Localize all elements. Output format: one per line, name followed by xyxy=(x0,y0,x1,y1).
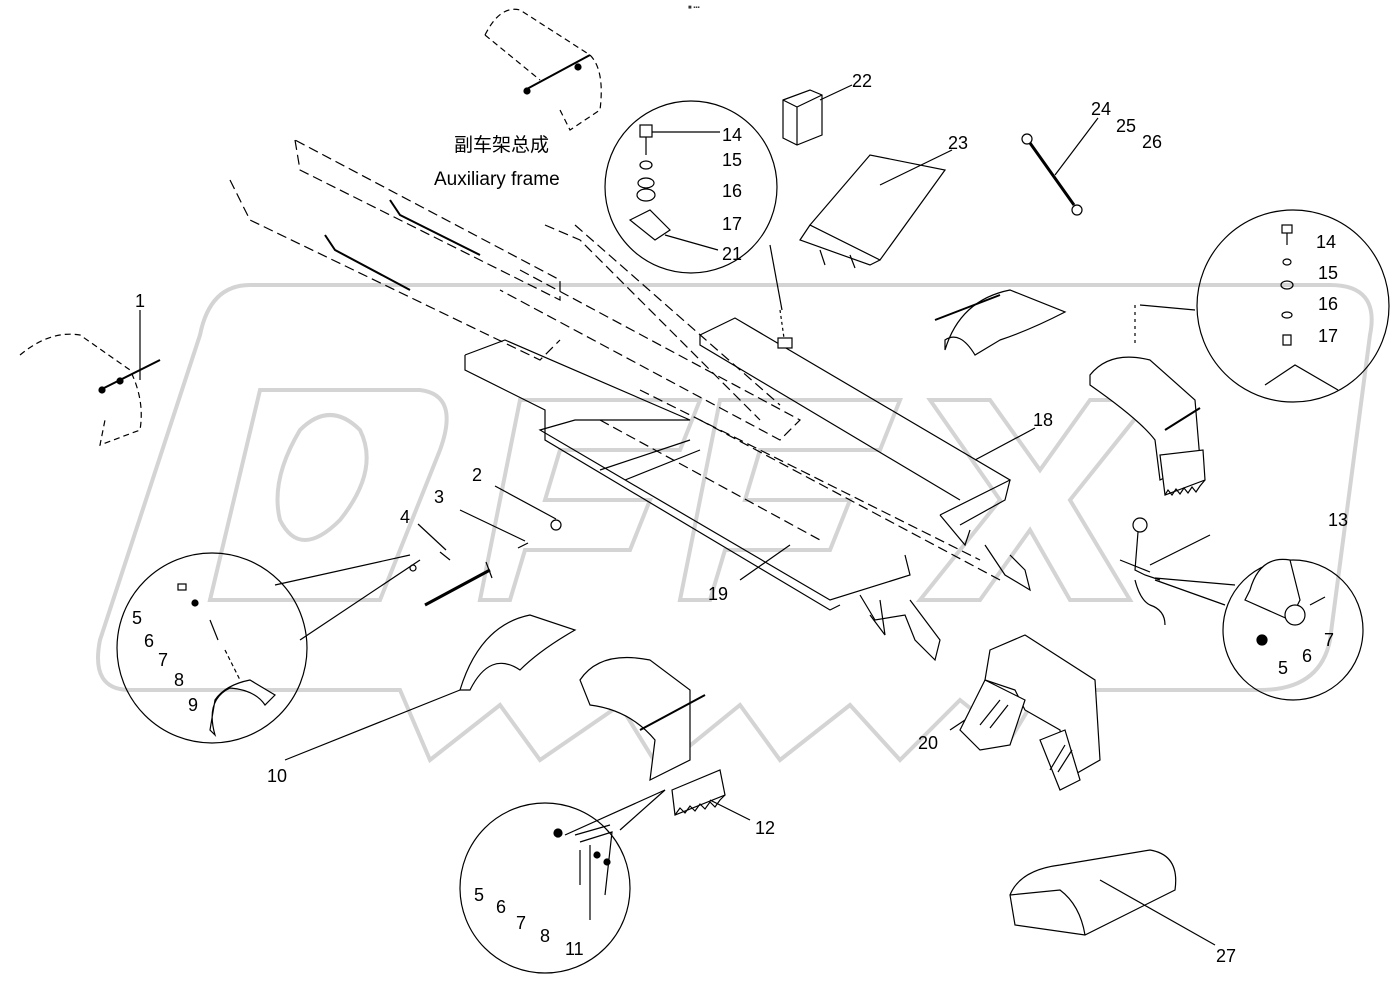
callout-bottom-8: 8 xyxy=(540,926,551,946)
callout-top-16: 16 xyxy=(722,181,743,201)
callout-1: 1 xyxy=(135,291,146,311)
header-mark: ■ ▪▪▪ xyxy=(688,5,700,11)
callout-left-7: 7 xyxy=(158,650,169,670)
part-27-cushion xyxy=(1009,849,1216,946)
part-20-guard xyxy=(959,634,1101,791)
callout-2: 2 xyxy=(472,465,483,485)
bracket-detail xyxy=(1244,558,1326,646)
part-12-mudflap xyxy=(564,769,751,836)
line-art xyxy=(19,8,1390,974)
callout-10: 10 xyxy=(267,766,288,786)
callout-4: 4 xyxy=(400,507,411,527)
detail-circle-bottom xyxy=(459,802,631,974)
callout-left-9: 9 xyxy=(188,695,199,715)
title-chinese: 副车架总成 xyxy=(454,135,550,156)
title-english: Auxiliary frame xyxy=(434,169,560,190)
callout-right-16: 16 xyxy=(1318,294,1339,314)
detail-circle-right xyxy=(1196,209,1390,403)
callout-21: 21 xyxy=(722,244,743,264)
detail-circle-bottom-right xyxy=(1222,559,1364,701)
callout-18: 18 xyxy=(1033,410,1054,430)
callout-22: 22 xyxy=(852,71,873,91)
clamp-detail xyxy=(177,554,421,738)
callout-26: 26 xyxy=(1142,132,1163,152)
callout-top-17: 17 xyxy=(722,214,743,234)
bolt-stack-top xyxy=(628,124,720,251)
callout-3: 3 xyxy=(434,487,445,507)
detail-circle-top xyxy=(604,100,778,274)
callout-19: 19 xyxy=(708,584,729,604)
fender-right xyxy=(1089,356,1206,497)
part-22-box xyxy=(782,84,853,146)
platform-plates xyxy=(464,317,1012,611)
callout-bottom-5: 5 xyxy=(474,885,485,905)
callout-left-5: 5 xyxy=(132,608,143,628)
callout-right-14: 14 xyxy=(1316,232,1337,252)
part-23-cover xyxy=(799,149,953,269)
opex-watermark xyxy=(96,283,1374,773)
fender-left xyxy=(19,333,161,446)
pin-assembly xyxy=(409,485,562,607)
leader-lines xyxy=(139,310,1036,885)
callout-br-6: 6 xyxy=(1302,646,1313,666)
bolt-stack-right xyxy=(1139,224,1339,391)
part-24-rod xyxy=(1021,117,1099,216)
callout-25: 25 xyxy=(1116,116,1137,136)
detail-circle-left xyxy=(116,552,308,744)
callout-right-17: 17 xyxy=(1318,326,1339,346)
fender-top xyxy=(484,8,602,131)
callout-20: 20 xyxy=(918,733,939,753)
callout-right-15: 15 xyxy=(1318,263,1339,283)
auxiliary-frame xyxy=(229,138,1001,581)
callout-top-15: 15 xyxy=(722,150,743,170)
callout-bottom-7: 7 xyxy=(516,913,527,933)
callout-23: 23 xyxy=(948,133,969,153)
callout-left-8: 8 xyxy=(174,670,185,690)
callout-27: 27 xyxy=(1216,946,1237,966)
fender-small xyxy=(934,289,1067,356)
callout-top-14: 14 xyxy=(722,125,743,145)
fender-middle xyxy=(579,656,706,782)
callout-bottom-11: 11 xyxy=(565,939,584,959)
mudflap-bolt-detail xyxy=(553,824,613,920)
part-13-lamp xyxy=(1119,517,1236,626)
callout-24: 24 xyxy=(1091,99,1112,119)
callout-br-7: 7 xyxy=(1324,630,1335,650)
part-10-fender xyxy=(284,614,577,761)
callout-13: 13 xyxy=(1328,510,1349,530)
callout-left-6: 6 xyxy=(144,631,155,651)
callout-br-5: 5 xyxy=(1278,658,1289,678)
callout-bottom-6: 6 xyxy=(496,897,507,917)
callout-12: 12 xyxy=(755,818,776,838)
rear-brackets xyxy=(859,544,1031,662)
